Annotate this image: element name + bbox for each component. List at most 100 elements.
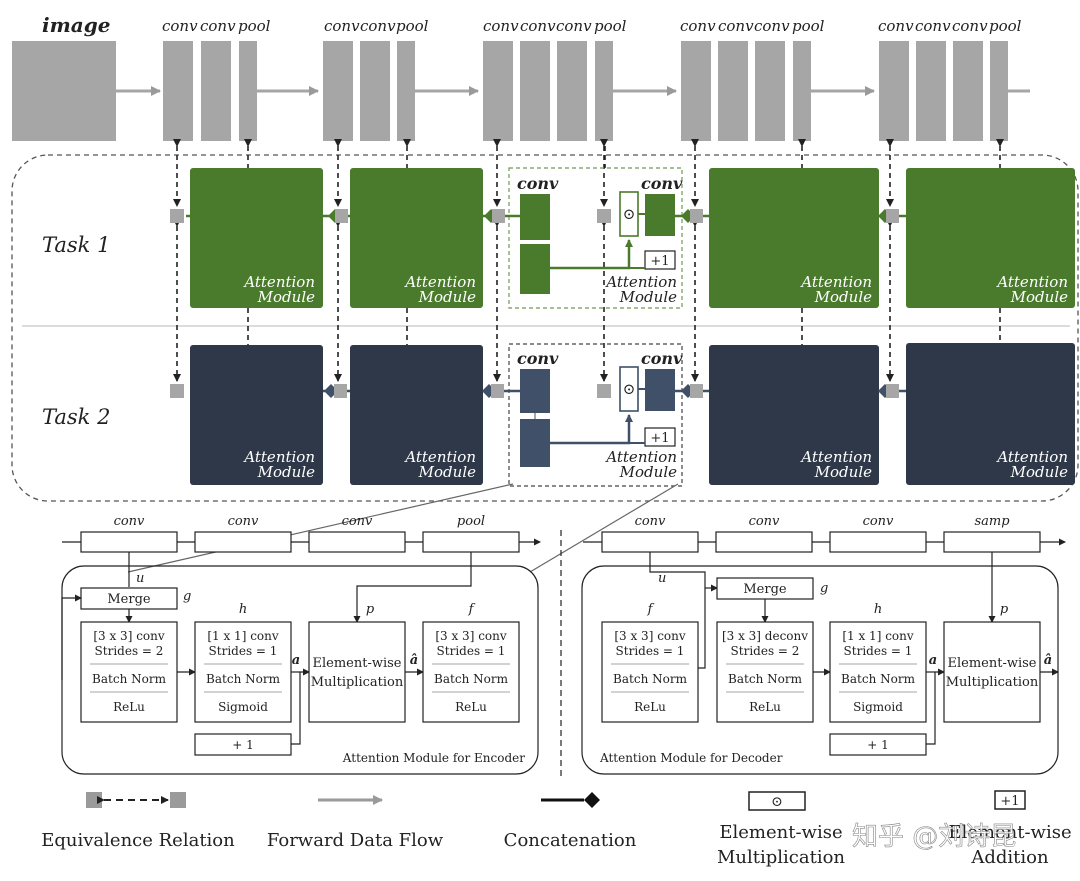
module-label-2: Module <box>257 463 315 481</box>
plus-one-box <box>644 250 676 270</box>
watermark: 知乎 @刘诗昆 <box>852 822 1016 852</box>
small-conv-block <box>520 369 550 413</box>
conv-layer-block <box>520 41 550 141</box>
pool-layer-block <box>793 41 811 141</box>
enc-block-text: Strides = 2 <box>95 644 164 658</box>
legend-equivalence: Equivalence Relation <box>41 830 235 851</box>
layer-label: pool <box>238 17 271 35</box>
attention-module <box>906 343 1075 485</box>
small-conv-block <box>645 369 675 411</box>
conv-layer-block <box>916 41 946 141</box>
zoom-line <box>127 483 514 573</box>
dec-u-label: u <box>658 571 666 586</box>
dec-top-label: samp <box>974 514 1010 529</box>
odot-icon: ⊙ <box>623 205 636 223</box>
module-label-2: Module <box>619 288 677 306</box>
layer-label: conv <box>520 17 556 35</box>
plus-one-label: +1 <box>650 254 669 269</box>
equivalence-square-icon <box>86 792 102 808</box>
task-region: Task 1 Task 2 <box>11 139 1079 573</box>
module-label-1: Attention <box>242 448 315 466</box>
dec-merge: Merge <box>743 582 787 597</box>
attention-module <box>709 168 879 308</box>
dec-p-label: p <box>1000 602 1009 617</box>
task1-concat-markers <box>170 209 899 223</box>
enc-block-text: Strides = 1 <box>209 644 278 658</box>
conv-layer-block <box>483 41 513 141</box>
top-shared-network: image conv conv pool conv conv pool conv… <box>12 13 1030 141</box>
equivalence-lines <box>173 139 1004 382</box>
layer-label: conv <box>162 17 198 35</box>
encoder-attention-detail: conv conv conv pool u Merge g [3 x 3] co… <box>61 514 541 775</box>
module-label-1: Attention <box>604 448 677 466</box>
conv-layer-block <box>718 41 748 141</box>
task2-label: Task 2 <box>42 405 110 429</box>
enc-a-label: a <box>292 653 300 668</box>
dec-top-label: conv <box>749 514 780 529</box>
small-conv-block <box>520 419 550 467</box>
image-label: image <box>42 13 110 37</box>
layer-label: conv <box>754 17 790 35</box>
conv-label: conv <box>641 174 683 193</box>
enc-top-label: conv <box>342 514 373 529</box>
plus-one-label: +1 <box>650 431 669 446</box>
layer-label: pool <box>989 17 1022 35</box>
layer-label: conv <box>200 17 236 35</box>
module-label-2: Module <box>418 463 476 481</box>
task2-concat-markers <box>170 384 899 398</box>
enc-block-text: ReLu <box>455 700 487 714</box>
small-conv-block <box>645 194 675 236</box>
module-label-1: Attention <box>242 273 315 291</box>
small-conv-block <box>520 194 550 240</box>
attention-module <box>350 345 483 485</box>
dec-block-text: ReLu <box>749 700 781 714</box>
enc-block-text: [3 x 3] conv <box>435 629 507 643</box>
legend-concat: Concatenation <box>504 830 637 851</box>
enc-block-text: [3 x 3] conv <box>93 629 165 643</box>
conv-layer-block <box>681 41 711 141</box>
module-label-1: Attention <box>799 273 872 291</box>
layer-label: conv <box>483 17 519 35</box>
conv-layer-block <box>755 41 785 141</box>
task-region-border <box>11 154 1079 502</box>
attention-module <box>190 345 323 485</box>
expanded-attention-module-task2: conv conv ⊙ +1 Attention Module <box>508 343 683 487</box>
legend-forward: Forward Data Flow <box>267 830 444 851</box>
conv-layer-block <box>557 41 587 141</box>
pool-layer-block <box>990 41 1008 141</box>
dec-g-label: g <box>820 581 828 596</box>
conv-label: conv <box>517 174 559 193</box>
attention-module <box>350 168 483 308</box>
dec-block-text: Strides = 1 <box>844 644 913 658</box>
pool-layer-block <box>397 41 415 141</box>
conv-layer-block <box>879 41 909 141</box>
module-label-2: Module <box>1010 288 1068 306</box>
legend-add-2: Addition <box>970 847 1049 868</box>
dec-mult-text: Element-wise <box>947 656 1036 671</box>
dec-a-label: a <box>929 653 937 668</box>
enc-h-label: h <box>239 602 247 617</box>
legend-add-1: Element-wise <box>948 822 1071 843</box>
module-label-1: Attention <box>403 273 476 291</box>
dec-top-label: conv <box>863 514 894 529</box>
layer-label: conv <box>915 17 951 35</box>
enc-block-text: ReLu <box>113 700 145 714</box>
dec-block-text: [3 x 3] conv <box>614 629 686 643</box>
conv-layer-block <box>201 41 231 141</box>
task1-modules: Attention Module Attention Module Attent… <box>170 167 1075 309</box>
legend-mult-2: Multiplication <box>717 847 845 868</box>
dec-block-text: Strides = 2 <box>731 644 800 658</box>
pool-layer-block <box>595 41 613 141</box>
enc-mult-text: Element-wise <box>312 656 401 671</box>
module-label-2: Module <box>814 288 872 306</box>
enc-block-text: Strides = 1 <box>437 644 506 658</box>
plus-one-box <box>644 427 676 447</box>
dec-h-label: h <box>874 602 882 617</box>
pool-layer-block <box>239 41 257 141</box>
dec-plus1: + 1 <box>867 738 889 752</box>
enc-p-label: p <box>366 602 375 617</box>
dec-block-text: Batch Norm <box>841 672 916 686</box>
conv-layer-block <box>323 41 353 141</box>
module-label-1: Attention <box>799 448 872 466</box>
layer-label: pool <box>396 17 429 35</box>
